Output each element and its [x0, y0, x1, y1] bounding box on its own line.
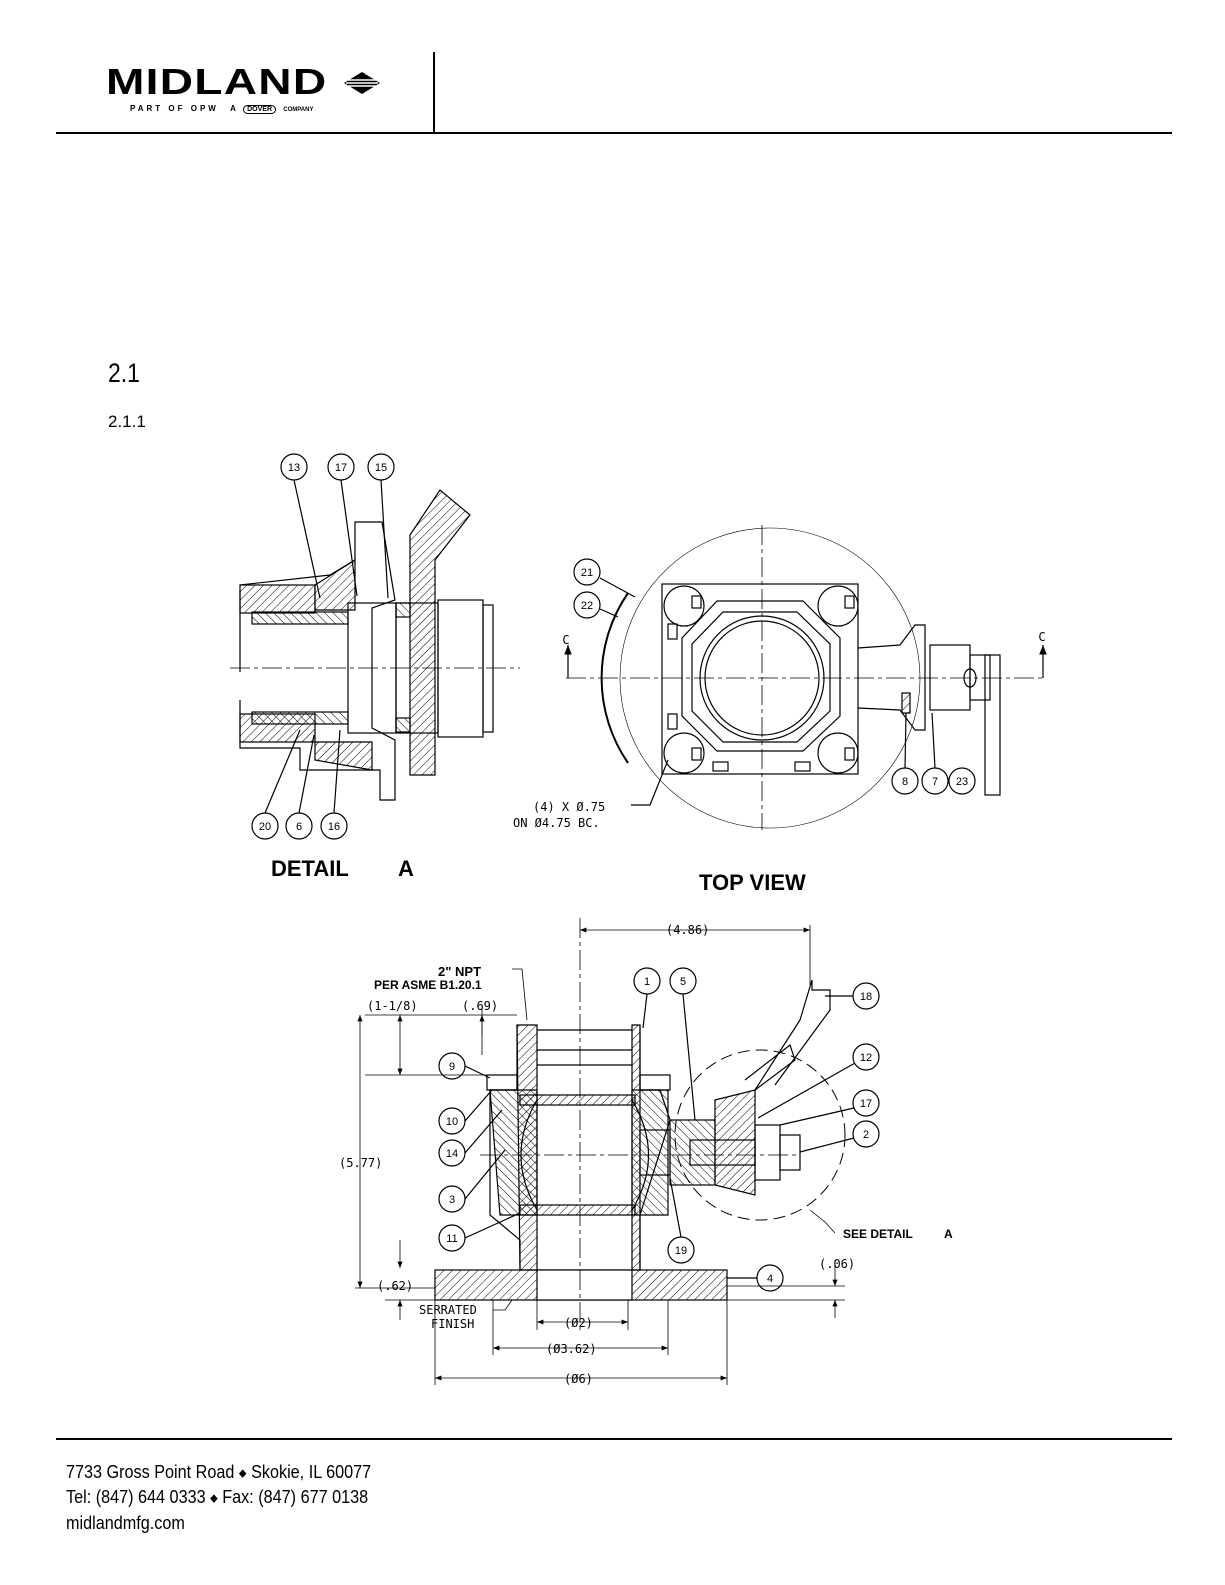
thread-note-line1: 2" NPT — [438, 964, 481, 979]
section-number: 2.1 — [108, 358, 140, 388]
logo-tagline-text: PART OF OPW — [130, 104, 219, 113]
balloon-19: 19 — [675, 1245, 687, 1257]
detail-a-view: 13 17 15 20 6 16 — [230, 453, 520, 840]
dim-069: (.69) — [462, 999, 498, 1013]
logo-diamond-icon — [344, 72, 380, 94]
header-divider — [56, 132, 1172, 134]
balloon-17: 17 — [335, 462, 347, 474]
footer-address: 7733 Gross Point Road ◆ Skokie, IL 60077 — [66, 1460, 371, 1485]
balloon-8: 8 — [902, 776, 908, 788]
logo-a: A — [230, 104, 236, 113]
balloon-2: 2 — [863, 1129, 869, 1141]
section-view — [355, 918, 880, 1385]
balloon-21: 21 — [581, 567, 593, 579]
balloon-10: 10 — [446, 1116, 458, 1128]
section-mark-left: C — [562, 633, 569, 647]
dim-062: (.62) — [377, 1279, 413, 1293]
top-view — [564, 525, 1047, 830]
subsection-number: 2.1.1 — [108, 412, 146, 431]
see-detail-note: SEE DETAIL — [843, 1227, 913, 1241]
balloon-13: 13 — [288, 462, 300, 474]
section-mark-right: C — [1038, 630, 1045, 644]
balloon-7: 7 — [932, 776, 938, 788]
detail-a-title: DETAIL — [271, 856, 349, 881]
balloon-20: 20 — [259, 821, 271, 833]
hole-note-line2: ON Ø4.75 BC. — [513, 816, 600, 830]
detail-a-balloons — [251, 453, 395, 840]
dim-height: (5.77) — [339, 1156, 382, 1170]
balloon-14: 14 — [446, 1148, 458, 1160]
footer-city: Skokie, IL 60077 — [251, 1462, 372, 1482]
thread-note-line2: PER ASME B1.20.1 — [374, 978, 482, 992]
serrated-line2: FINISH — [431, 1317, 474, 1331]
balloon-5: 5 — [680, 976, 686, 988]
dim-1-1-8: (1-1/8) — [367, 999, 418, 1013]
balloon-17: 17 — [860, 1098, 872, 1110]
balloon-18: 18 — [860, 991, 872, 1003]
logo-dover: DOVER — [243, 105, 277, 114]
logo-tagline: PART OF OPW A DOVER COMPANY — [130, 104, 313, 114]
diamond-bullet-icon: ◆ — [210, 1492, 218, 1505]
top-view-title: TOP VIEW — [699, 870, 806, 895]
footer-contact: 7733 Gross Point Road ◆ Skokie, IL 60077… — [66, 1460, 371, 1535]
dim-width: (4.86) — [666, 923, 709, 937]
footer-street: 7733 Gross Point Road — [66, 1462, 235, 1482]
balloon-1: 1 — [644, 976, 650, 988]
footer-website[interactable]: midlandmfg.com — [66, 1512, 185, 1533]
balloon-6: 6 — [296, 821, 302, 833]
balloon-3: 3 — [449, 1194, 455, 1206]
diamond-bullet-icon: ◆ — [238, 1467, 247, 1480]
balloon-22: 22 — [581, 600, 593, 612]
balloon-11: 11 — [446, 1233, 457, 1245]
hole-note-line1: (4) X Ø.75 — [533, 800, 605, 814]
serrated-line1: SERRATED — [419, 1303, 477, 1317]
dim-006: (.06) — [819, 1257, 855, 1271]
balloon-4: 4 — [767, 1273, 773, 1285]
logo-wordmark: MIDLAND — [106, 61, 328, 102]
logo-company: COMPANY — [283, 107, 314, 113]
dim-d2: (Ø2) — [564, 1316, 593, 1330]
footer-fax: Fax: (847) 677 0138 — [222, 1487, 369, 1508]
midland-logo: MIDLAND PART OF OPW A DOVER COMPANY — [106, 64, 406, 114]
balloon-9: 9 — [449, 1061, 455, 1073]
header-divider-vertical — [433, 52, 435, 133]
balloon-15: 15 — [375, 462, 387, 474]
detail-a-letter: A — [398, 856, 414, 881]
balloon-16: 16 — [328, 821, 340, 833]
balloon-12: 12 — [860, 1052, 872, 1064]
see-detail-letter: A — [944, 1227, 953, 1241]
dim-d6: (Ø6) — [564, 1372, 593, 1386]
footer-divider — [56, 1438, 1172, 1440]
footer-phones: Tel: (847) 644 0333 ◆ Fax: (847) 677 013… — [66, 1485, 371, 1510]
footer-tel: Tel: (847) 644 0333 — [66, 1487, 206, 1508]
dim-d362: (Ø3.62) — [546, 1342, 597, 1356]
balloon-23: 23 — [956, 776, 968, 788]
